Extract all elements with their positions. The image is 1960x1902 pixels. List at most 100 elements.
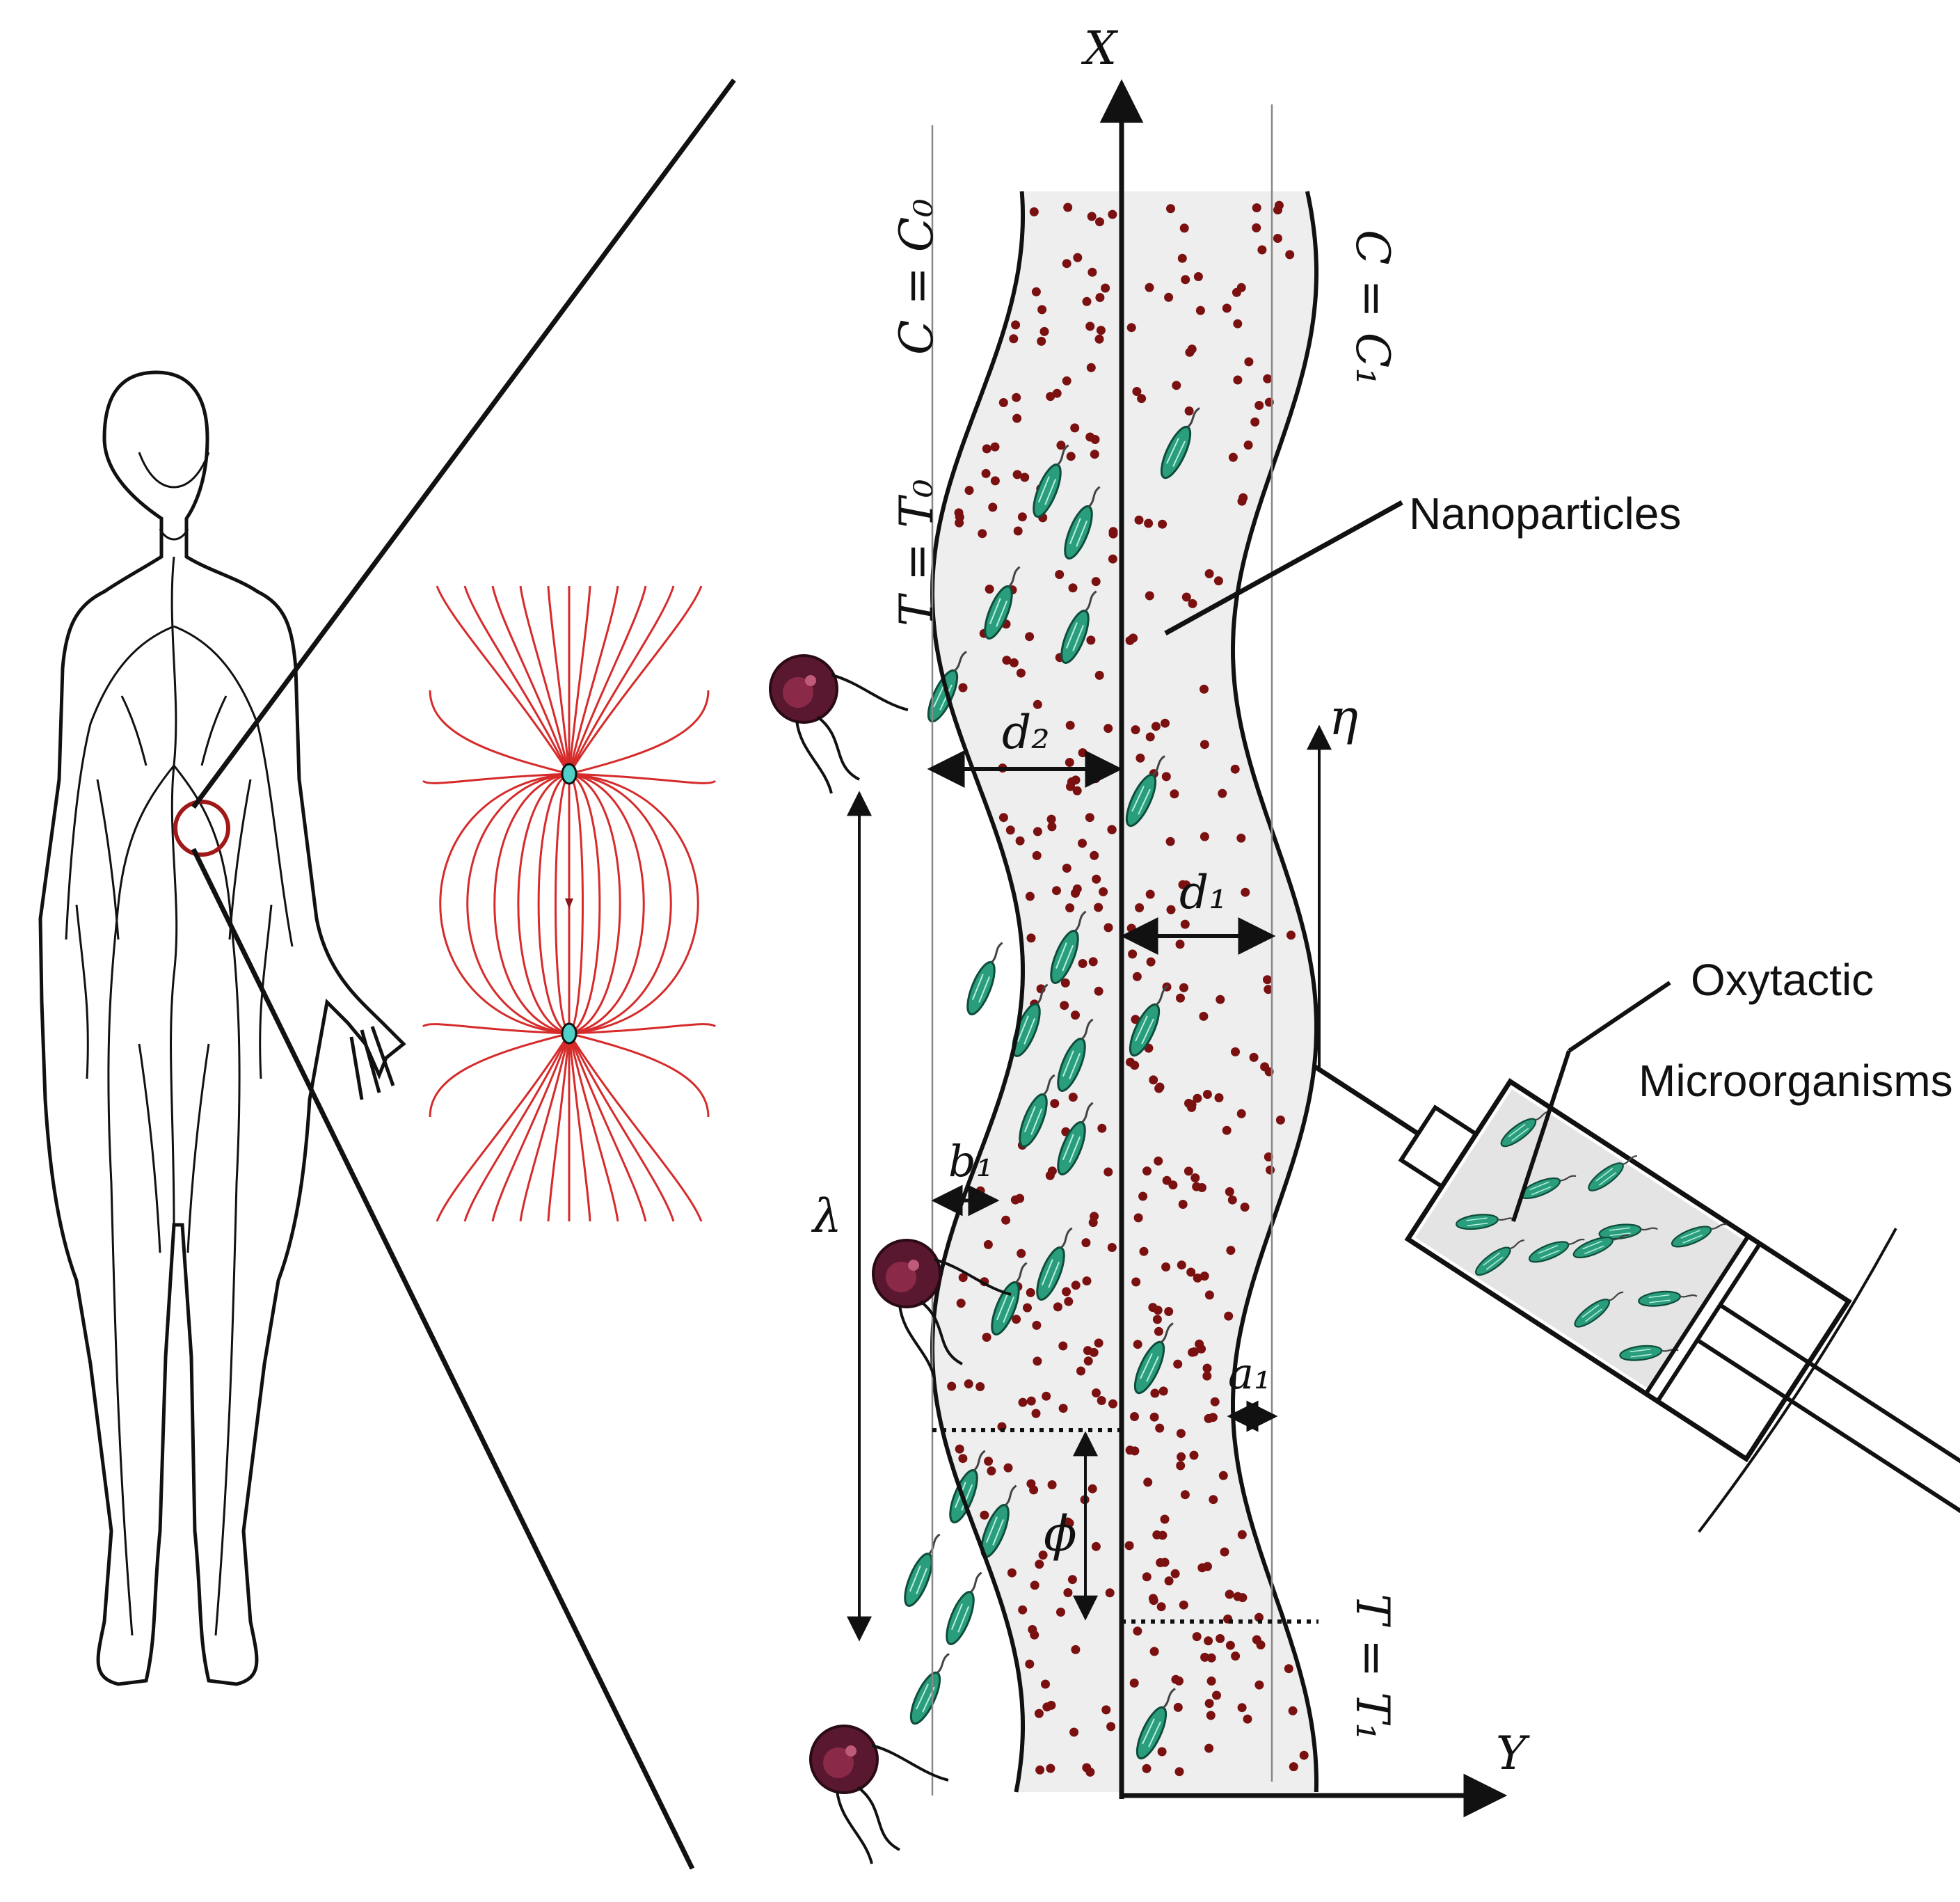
nanoparticle xyxy=(1152,1315,1162,1324)
microorganism-icon xyxy=(1598,1223,1658,1240)
nanoparticle xyxy=(1104,724,1113,734)
nanoparticle xyxy=(1097,1396,1106,1405)
nanoparticle xyxy=(1175,940,1185,949)
nanoparticle xyxy=(1214,1093,1224,1102)
microorganism-icon xyxy=(1129,985,1169,1057)
nanoparticle xyxy=(1094,986,1104,996)
plunger-seal-1 xyxy=(1644,1235,1751,1395)
nanoparticle xyxy=(1108,554,1117,564)
nanoparticle xyxy=(1001,1215,1011,1225)
microorganism-icon xyxy=(1019,1074,1055,1148)
nanoparticle xyxy=(1132,387,1142,396)
field-line xyxy=(568,772,601,1035)
microorganism-cloud xyxy=(904,407,1200,1760)
nanoparticle xyxy=(1176,1461,1186,1471)
x-axis-label: X xyxy=(1081,22,1119,75)
nanoparticle xyxy=(1023,1303,1032,1313)
nanoparticle xyxy=(990,442,1000,452)
nanoparticle xyxy=(1131,1277,1141,1287)
nanoparticle xyxy=(1142,1166,1152,1176)
microorganism-icon xyxy=(1572,1234,1630,1259)
nanoparticle xyxy=(1166,905,1176,914)
field-line xyxy=(568,772,645,1035)
nanoparticle xyxy=(1053,1302,1062,1312)
left-concentration-condition: C = C₀ xyxy=(890,198,943,355)
nanoparticle xyxy=(1033,699,1042,709)
nanoparticle xyxy=(1132,972,1142,981)
nanoparticle xyxy=(955,518,964,528)
nanoparticle xyxy=(1222,303,1232,313)
microorganism-icon xyxy=(1500,1111,1550,1148)
field-line xyxy=(555,772,571,1035)
nanoparticle xyxy=(1135,903,1145,912)
nanoparticle xyxy=(1071,1281,1081,1290)
nanoparticle xyxy=(1087,1484,1097,1493)
nanoparticle xyxy=(1226,1246,1236,1255)
microorganism-icon xyxy=(1064,486,1101,560)
nanoparticle xyxy=(1081,1238,1091,1248)
a1-label: a₁ xyxy=(1228,1348,1271,1399)
nanoparticle xyxy=(1068,1093,1078,1102)
nanoparticle xyxy=(1090,435,1100,444)
nanoparticle xyxy=(1178,880,1188,889)
nanoparticle xyxy=(1199,1011,1209,1021)
field-line xyxy=(491,1033,571,1222)
nanoparticle xyxy=(1090,850,1099,860)
right-wall xyxy=(1230,191,1319,1793)
nanoparticle xyxy=(1187,1100,1197,1109)
nanoparticle xyxy=(1225,1187,1234,1196)
nanoparticle xyxy=(1046,1700,1056,1710)
nanoparticle xyxy=(1050,1099,1060,1109)
nanoparticle xyxy=(1160,1514,1170,1524)
magnetic-pole-icon xyxy=(561,763,577,785)
nanoparticle xyxy=(1170,789,1179,799)
nanoparticle xyxy=(1015,836,1025,846)
nanoparticle xyxy=(1241,887,1250,897)
nanoparticle xyxy=(1058,1341,1068,1351)
nanoparticle xyxy=(1177,253,1187,263)
nanoparticle xyxy=(1101,283,1110,293)
nanoparticle xyxy=(1240,1203,1250,1212)
field-line xyxy=(568,585,591,775)
nanoparticle xyxy=(1033,1356,1042,1366)
microorganism-icon xyxy=(1050,910,1087,984)
nanoparticle xyxy=(1203,1562,1212,1571)
nanoparticle xyxy=(1012,393,1021,402)
nanoparticle xyxy=(1148,1594,1158,1603)
nanoparticle xyxy=(1254,1680,1264,1690)
nanoparticle xyxy=(1197,1344,1206,1354)
nanoparticle xyxy=(1173,1359,1183,1369)
nanoparticle xyxy=(1126,323,1136,333)
plunger-rod-top xyxy=(1719,1303,1960,1501)
microorganism-icon xyxy=(904,1533,941,1607)
nanoparticle xyxy=(1063,1588,1073,1597)
nanoparticle xyxy=(1165,837,1175,846)
nanoparticle xyxy=(947,1381,957,1391)
nanoparticle xyxy=(1188,599,1197,608)
plunger-seal-2 xyxy=(1655,1242,1762,1403)
field-line xyxy=(568,1032,710,1118)
nanoparticle xyxy=(1263,374,1273,383)
nanoparticle xyxy=(1062,1287,1071,1297)
nanoparticle xyxy=(1160,1558,1170,1567)
nanoparticle xyxy=(1232,287,1241,297)
nanoparticle xyxy=(1062,376,1071,386)
nanoparticle xyxy=(1055,570,1065,579)
nanoparticle xyxy=(1018,1605,1028,1615)
nanoparticle xyxy=(1273,234,1282,243)
nanoparticle xyxy=(1230,764,1240,774)
nanoparticle xyxy=(1241,937,1250,946)
microorganism-icon xyxy=(1060,590,1097,664)
microorganism-icon xyxy=(984,566,1021,640)
nanoparticle-cloud xyxy=(947,200,1309,1777)
nanoparticle xyxy=(1031,287,1041,296)
nanoparticle xyxy=(1083,1356,1093,1366)
nanoparticle xyxy=(984,1457,994,1466)
nanoparticle xyxy=(1131,725,1140,735)
nanoparticles-label: Nanoparticles xyxy=(1409,489,1681,539)
nanoparticle xyxy=(985,585,994,594)
nanoparticle xyxy=(1204,1743,1214,1753)
nanoparticle xyxy=(1065,903,1075,912)
field-line xyxy=(568,1033,619,1222)
